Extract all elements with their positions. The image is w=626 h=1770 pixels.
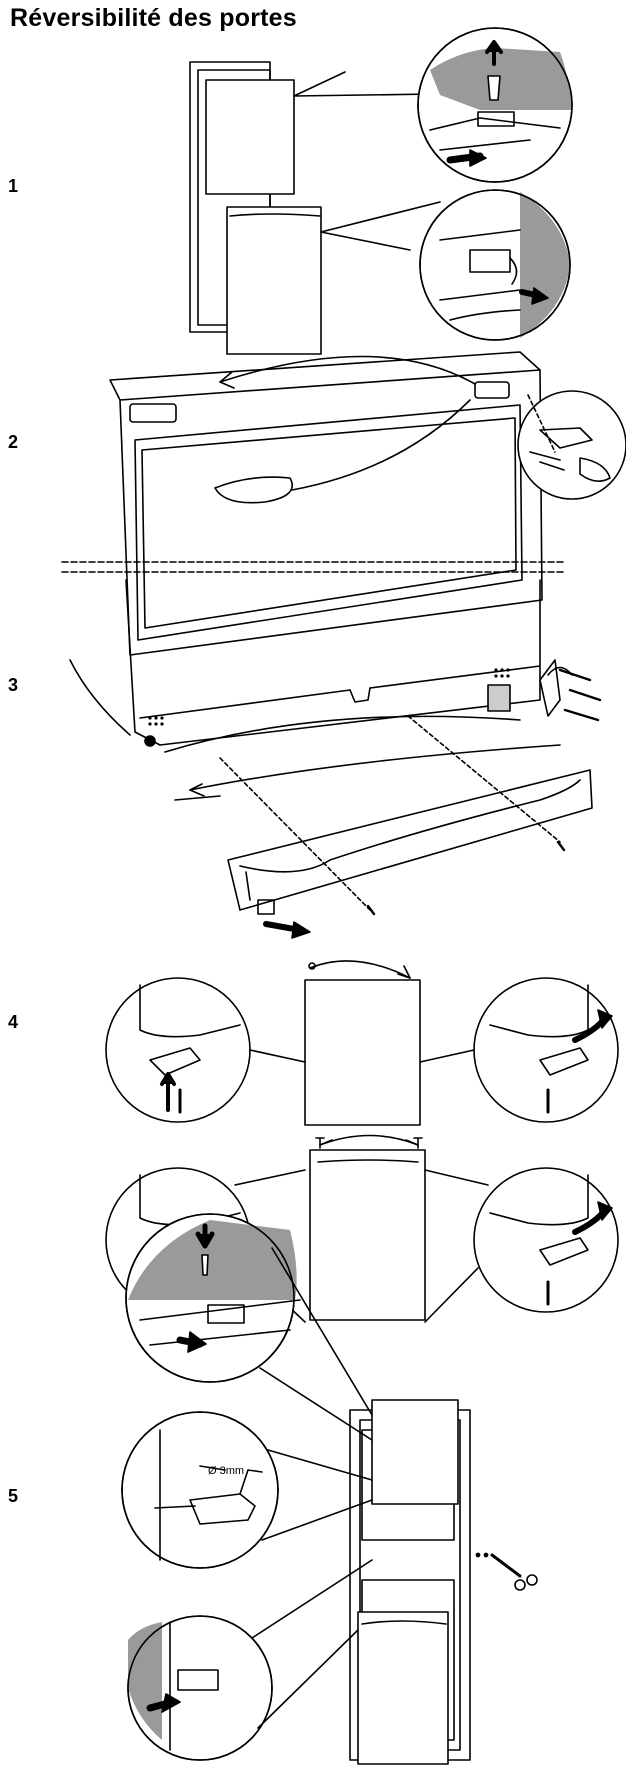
step5-detail-circles [121, 1213, 373, 1761]
step2-handle-detail [517, 390, 626, 500]
step1-fridge-drawing [189, 61, 441, 355]
step-number-2: 2 [8, 432, 19, 452]
step3-cabinet-drawing [69, 579, 602, 801]
step-number-3: 3 [8, 675, 19, 695]
step-number-5: 5 [8, 1486, 19, 1506]
step-number-1: 1 [8, 176, 19, 196]
step4-door-top [304, 960, 421, 1126]
step4-door-bottom [309, 1134, 426, 1321]
step1-bottom-hinge-detail [419, 189, 571, 341]
step5-fridge-drawing [349, 1399, 538, 1765]
page-title: Réversibilité des portes [10, 4, 297, 32]
step3-plinth-drawing [219, 715, 593, 939]
step-number-4: 4 [8, 1012, 19, 1032]
step1-top-hinge-detail [417, 27, 573, 183]
step2-door-drawing [61, 351, 566, 656]
drill-diameter-label: Ø 3mm [208, 1465, 244, 1477]
